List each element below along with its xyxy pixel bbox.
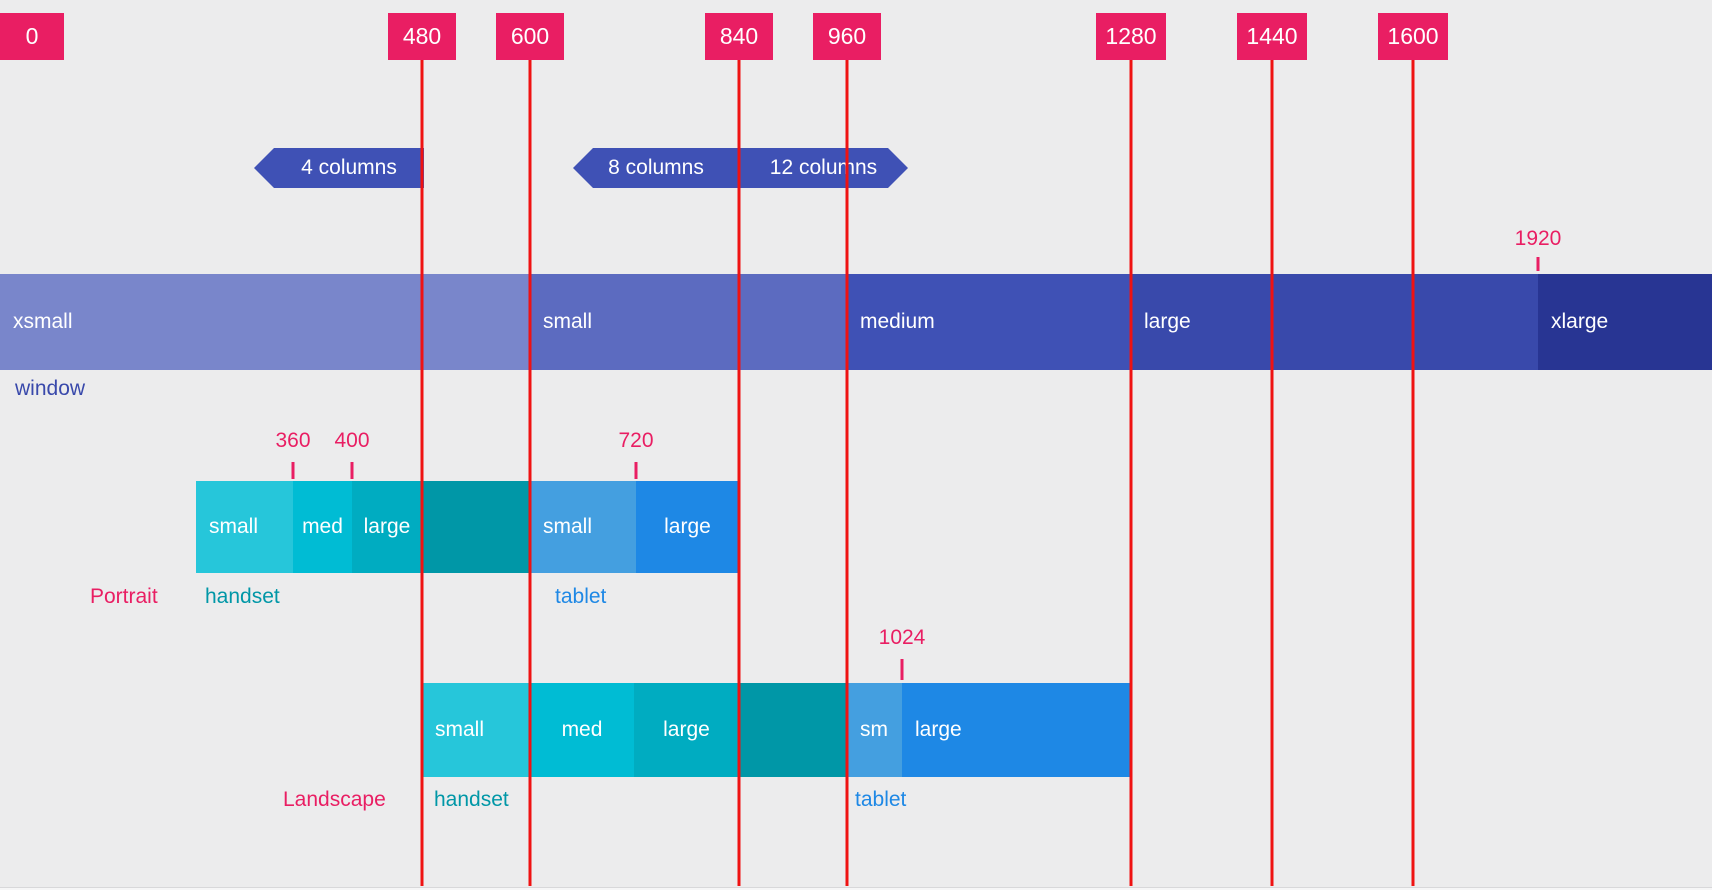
chip-8-columns-label: 8 columns (608, 156, 704, 179)
portrait-handset-label-small: small (209, 515, 259, 538)
size-tick-400 (350, 462, 354, 479)
window-bar-segment-medium: medium (847, 274, 1131, 370)
size-label-720: 720 (618, 429, 654, 452)
landscape-handset-label-med: med (561, 718, 603, 741)
red-line-1600 (1411, 60, 1415, 886)
chip-12-columns-label: 12 columns (769, 156, 878, 179)
size-label-1024: 1024 (878, 626, 926, 649)
landscape-tablet-caption: tablet (855, 788, 907, 811)
landscape-handset-segment-small: small (422, 683, 530, 777)
landscape-handset-segment-extension (739, 683, 847, 777)
breakpoint-marker-960: 960 (813, 13, 881, 60)
landscape-handset-caption: handset (434, 788, 509, 811)
landscape-tablet-segment-large: large (902, 683, 1131, 777)
portrait-handset-segment-large: large (352, 481, 422, 573)
red-line-1440 (1270, 60, 1274, 886)
portrait-handset-segment-small: small (196, 481, 293, 573)
portrait-handset-segment-med: med (293, 481, 352, 573)
portrait-row-label: Portrait (90, 585, 158, 608)
window-bar-segment-xlarge: xlarge (1538, 274, 1712, 370)
size-tick-360 (291, 462, 295, 479)
portrait-handset-label-med: med (302, 515, 343, 538)
landscape-handset-segment-large: large (634, 683, 739, 777)
red-line-840 (737, 60, 741, 886)
window-bar-segment-small: small (530, 274, 847, 370)
landscape-row-label: Landscape (283, 788, 386, 811)
red-line-960 (845, 60, 849, 886)
portrait-tablet-label-large: large (664, 515, 711, 538)
window-segment-label-large: large (1144, 310, 1191, 333)
page-bottom-edge (0, 887, 1712, 888)
size-tick-720 (634, 462, 638, 479)
window-caption: window (15, 377, 86, 400)
portrait-tablet-segment-small: small (530, 481, 636, 573)
breakpoint-marker-840: 840 (705, 13, 773, 60)
red-line-1280 (1129, 60, 1133, 886)
size-tick-1024 (900, 659, 904, 680)
landscape-handset-label-small: small (435, 718, 485, 741)
size-label-1920: 1920 (1514, 227, 1562, 250)
size-label-400: 400 (334, 429, 370, 452)
window-bar-segment-xsmall: xsmall (0, 274, 530, 370)
breakpoint-marker-480: 480 (388, 13, 456, 60)
red-line-600 (528, 60, 532, 886)
portrait-handset-caption: handset (205, 585, 280, 608)
red-line-480 (420, 60, 424, 886)
portrait-tablet-caption: tablet (555, 585, 607, 608)
window-bar-segment-large: large (1131, 274, 1538, 370)
breakpoint-marker-1280: 1280 (1096, 13, 1166, 60)
portrait-tablet-segment-large: large (636, 481, 739, 573)
breakpoint-marker-600: 600 (496, 13, 564, 60)
portrait-handset-segment-extension (422, 481, 530, 573)
window-segment-label-medium: medium (860, 310, 935, 333)
landscape-tablet-label-sm: sm (860, 718, 888, 741)
size-tick-1920 (1536, 257, 1540, 271)
breakpoint-marker-1600: 1600 (1378, 13, 1448, 60)
portrait-handset-label-large: large (363, 515, 411, 538)
portrait-tablet-label-small: small (543, 515, 593, 538)
breakpoint-marker-1440: 1440 (1237, 13, 1307, 60)
chip-4-columns-label: 4 columns (301, 156, 397, 179)
page-bottom-strip (0, 888, 1712, 890)
chip-8-12-columns: 8 columns 12 columns (573, 148, 908, 188)
chip-4-columns: 4 columns (254, 148, 424, 188)
landscape-tablet-segment-sm: sm (847, 683, 902, 777)
window-segment-label-xlarge: xlarge (1551, 310, 1609, 333)
window-segment-label-xsmall: xsmall (13, 310, 73, 333)
landscape-tablet-label-large: large (915, 718, 962, 741)
landscape-handset-label-large: large (663, 718, 710, 741)
breakpoint-marker-0: 0 (0, 13, 64, 60)
window-segment-label-small: small (543, 310, 593, 333)
landscape-handset-segment-med: med (530, 683, 634, 777)
size-label-360: 360 (275, 429, 311, 452)
